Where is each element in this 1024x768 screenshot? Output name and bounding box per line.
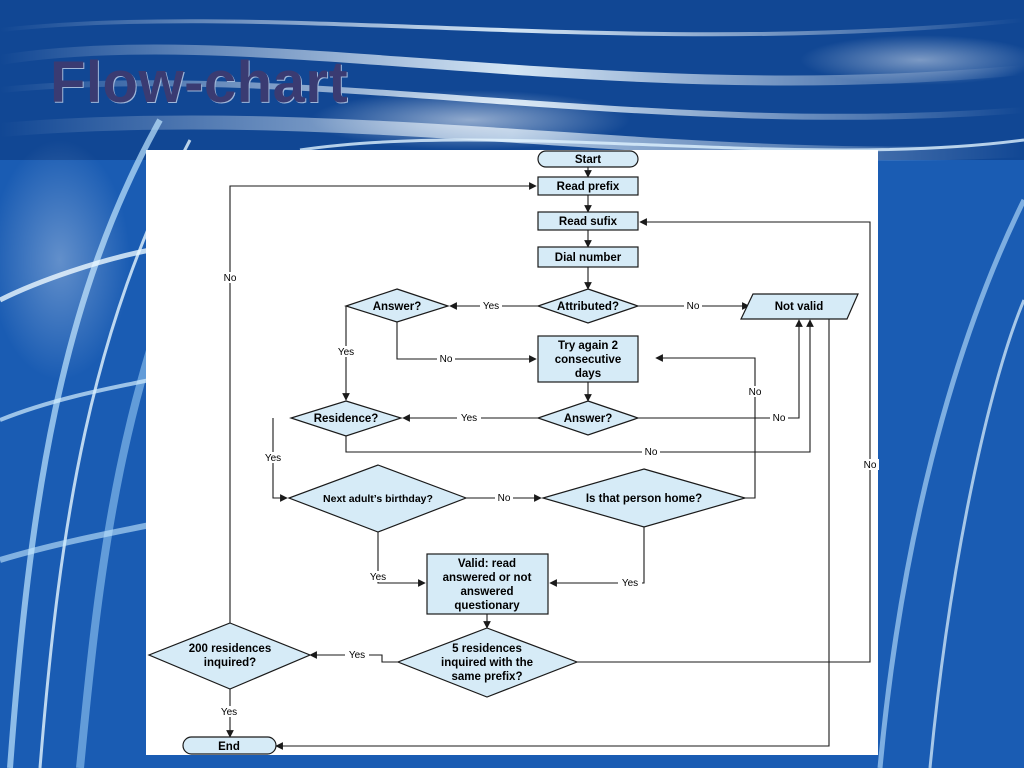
edge-residence-yes (272, 418, 288, 502)
node-end: End (182, 736, 277, 755)
svg-text:Start: Start (575, 154, 601, 166)
svg-text:Valid: read: Valid: read (458, 558, 516, 570)
svg-text:5 residences: 5 residences (452, 643, 522, 655)
edge-residence-no (345, 319, 814, 453)
edge-five-no (577, 218, 871, 663)
svg-text:200 residences: 200 residences (189, 643, 271, 655)
label-person-home-yes: Yes (622, 578, 638, 589)
node-five-residences: 5 residences inquired with the same pref… (396, 627, 579, 698)
label-answer1-no: No (440, 354, 453, 365)
label-two-hundred-no: No (224, 273, 237, 284)
node-two-hundred-residences: 200 residences inquired? (147, 622, 312, 690)
node-start: Start (537, 150, 639, 168)
svg-text:Try again 2: Try again 2 (558, 340, 618, 352)
edge-person-home-no (655, 354, 756, 499)
svg-text:Is that person home?: Is that person home? (586, 493, 702, 505)
edge-answer1-no (396, 322, 537, 363)
label-five-yes: Yes (349, 650, 365, 661)
label-person-home-no: No (749, 387, 762, 398)
node-answer-1: Answer? (344, 288, 450, 323)
label-residence-yes: Yes (265, 453, 281, 464)
edge-not-valid-end (275, 319, 830, 750)
svg-text:Next adult’s birthday?: Next adult’s birthday? (323, 493, 433, 505)
svg-text:Not valid: Not valid (775, 301, 824, 313)
svg-text:inquired with the: inquired with the (441, 657, 533, 669)
label-two-hundred-yes: Yes (221, 707, 237, 718)
svg-text:same prefix?: same prefix? (452, 671, 523, 683)
svg-text:Attributed?: Attributed? (557, 301, 619, 313)
svg-text:Residence?: Residence? (314, 413, 379, 425)
svg-text:Read sufix: Read sufix (559, 216, 618, 228)
label-answer2-yes: Yes (461, 413, 477, 424)
svg-text:Answer?: Answer? (564, 413, 613, 425)
slide-title: Flow-chart (50, 50, 349, 115)
svg-text:Dial number: Dial number (555, 252, 622, 264)
label-attributed-no: No (687, 301, 700, 312)
edge-person-home-yes (549, 527, 645, 587)
node-read-prefix: Read prefix (537, 176, 639, 196)
svg-text:Read prefix: Read prefix (557, 181, 620, 193)
node-next-adult-birthday: Next adult’s birthday? (287, 464, 468, 533)
edge-next-adult-yes (377, 532, 426, 587)
edge-labels: Yes No Yes No Yes No No Yes No No Yes Ye… (217, 272, 879, 718)
node-person-home: Is that person home? (540, 468, 748, 528)
label-next-adult-no: No (498, 493, 511, 504)
svg-text:End: End (218, 741, 240, 753)
label-next-adult-yes: Yes (370, 572, 386, 583)
label-residence-no: No (645, 447, 658, 458)
svg-text:answered: answered (460, 586, 513, 598)
svg-text:days: days (575, 368, 601, 380)
edge-two-hundred-no (229, 182, 537, 623)
node-dial-number: Dial number (537, 246, 639, 268)
svg-text:Answer?: Answer? (373, 301, 422, 313)
label-answer2-no: No (773, 413, 786, 424)
svg-text:answered or not: answered or not (443, 572, 532, 584)
edge-answer2-no (638, 319, 803, 419)
node-residence: Residence? (289, 400, 403, 437)
svg-text:consecutive: consecutive (555, 354, 621, 366)
node-attributed: Attributed? (536, 288, 640, 324)
node-not-valid: Not valid (740, 293, 859, 320)
node-try-again: Try again 2 consecutive days (537, 335, 639, 383)
svg-text:questionary: questionary (454, 600, 520, 612)
connectors (226, 167, 871, 750)
label-attributed-yes: Yes (483, 301, 499, 312)
node-read-sufix: Read sufix (537, 211, 639, 231)
svg-text:inquired?: inquired? (204, 657, 256, 669)
label-five-no: No (864, 460, 877, 471)
node-answer-2: Answer? (536, 400, 640, 436)
label-answer1-yes: Yes (338, 347, 354, 358)
node-valid: Valid: read answered or not answered que… (426, 553, 549, 615)
